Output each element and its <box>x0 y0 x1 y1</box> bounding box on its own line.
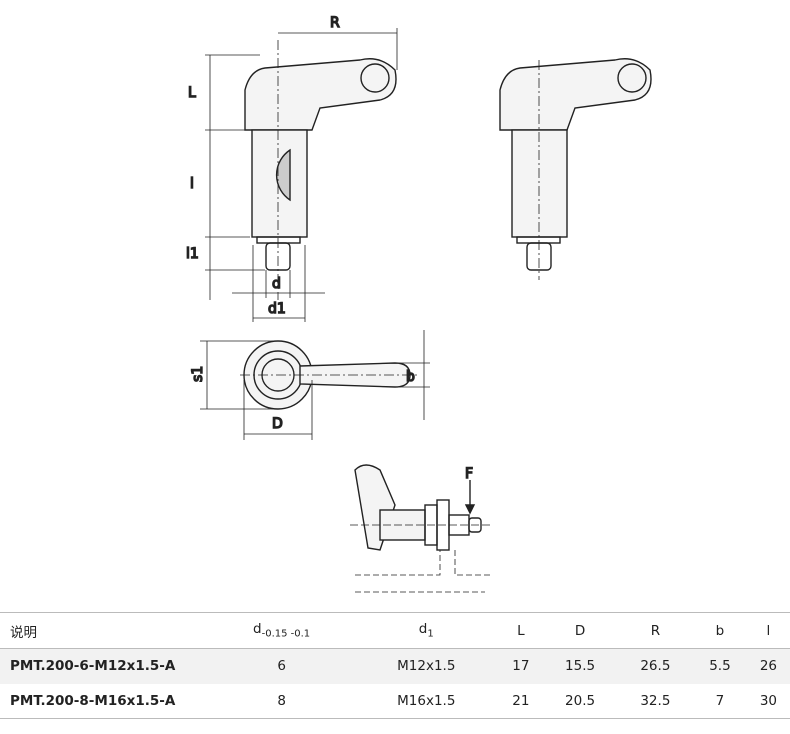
spec-table: 说明 d-0.15 -0.1 d1 L D R b l PMT.200-6-M1… <box>0 612 790 719</box>
cell-l: 30 <box>759 692 778 709</box>
cell-desc: PMT.200-8-M16x1.5-A <box>10 692 176 709</box>
cell-d1: M16x1.5 <box>397 692 456 709</box>
svg-text:L: L <box>188 85 196 101</box>
table-header-row: 说明 d-0.15 -0.1 d1 L D R b l <box>0 612 790 649</box>
top-view: s1 b D <box>189 330 430 440</box>
technical-drawing: R L l l1 d d1 s1 b D F <box>185 14 652 593</box>
svg-text:b: b <box>406 369 415 385</box>
cell-d: 6 <box>277 658 286 675</box>
cell-L: 17 <box>512 658 530 675</box>
front-view: R L l l1 d d1 <box>185 14 398 322</box>
svg-text:d1: d1 <box>268 301 286 317</box>
svg-text:s1: s1 <box>190 366 206 382</box>
svg-text:R: R <box>330 15 340 31</box>
cell-b: 5.5 <box>709 658 731 675</box>
header-D: D <box>574 622 586 639</box>
header-d: d-0.15 -0.1 <box>253 621 311 640</box>
header-l: l <box>766 622 771 639</box>
cell-D: 20.5 <box>565 692 596 709</box>
cell-R: 26.5 <box>640 658 671 675</box>
cell-D: 15.5 <box>565 658 596 675</box>
cell-L: 21 <box>512 692 530 709</box>
mounting-view: F <box>350 464 490 593</box>
side-view <box>499 58 652 280</box>
svg-text:F: F <box>465 466 473 482</box>
header-L: L <box>517 622 525 639</box>
header-desc: 说明 <box>10 624 37 641</box>
table-row: PMT.200-6-M12x1.5-A 6 M12x1.5 17 15.5 26… <box>0 648 790 684</box>
header-b: b <box>715 622 725 639</box>
table-row: PMT.200-8-M16x1.5-A 8 M16x1.5 21 20.5 32… <box>0 684 790 719</box>
cell-l: 26 <box>759 658 778 675</box>
svg-text:D: D <box>272 416 283 432</box>
header-R: R <box>650 622 661 639</box>
cell-d1: M12x1.5 <box>397 658 456 675</box>
svg-text:d: d <box>272 276 281 292</box>
header-d1: d1 <box>418 621 434 640</box>
cell-desc: PMT.200-6-M12x1.5-A <box>10 658 176 675</box>
svg-text:l1: l1 <box>186 246 199 262</box>
cell-R: 32.5 <box>640 692 671 709</box>
cell-d: 8 <box>277 692 286 709</box>
cell-b: 7 <box>715 692 725 709</box>
svg-text:l: l <box>190 176 194 192</box>
